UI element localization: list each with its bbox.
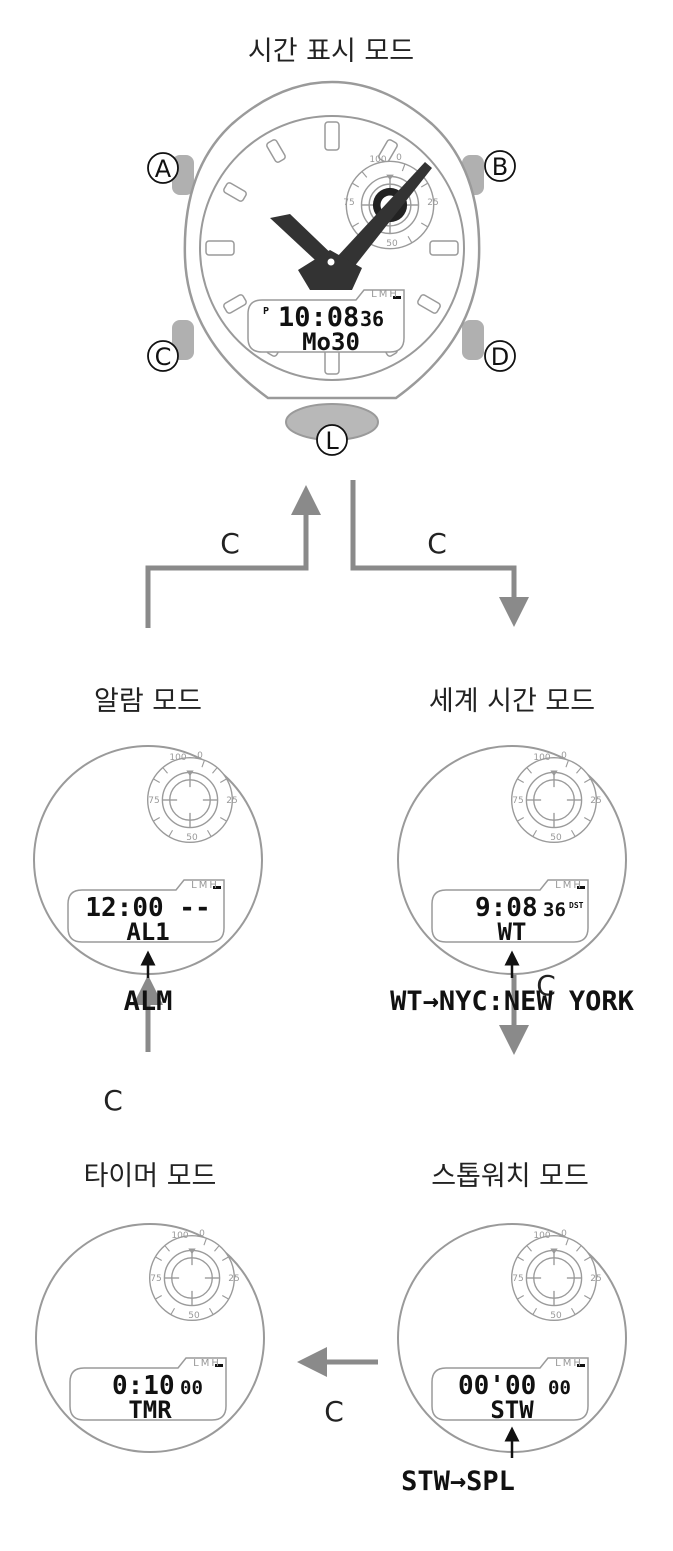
stopwatch-lcd-bottom: STW xyxy=(490,1396,534,1424)
svg-text:B: B xyxy=(492,153,508,181)
dial-label-50: 50 xyxy=(386,239,398,249)
svg-text:75: 75 xyxy=(512,1274,523,1284)
world-time-lcd-top: 9:08 xyxy=(475,893,538,923)
svg-text:75: 75 xyxy=(150,1274,161,1284)
world-time-lcd-dst: DST xyxy=(569,901,584,910)
button-a-label: A xyxy=(147,152,179,184)
stopwatch-watch: 100 0 75 25 50 LMH 00'00 00 STW xyxy=(397,1223,627,1453)
stopwatch-lcd-seconds: 00 xyxy=(548,1377,571,1399)
svg-text:A: A xyxy=(155,155,172,183)
minute-hand xyxy=(336,162,432,272)
world-time-caption: WT→NYC:NEW YORK xyxy=(390,986,635,1017)
svg-text:L: L xyxy=(325,427,339,455)
hour-marker xyxy=(417,294,441,314)
timer-watch: 100 0 75 25 50 LMH 0:10 00 TMR xyxy=(35,1223,265,1453)
c-label-2: C xyxy=(427,527,447,560)
svg-text:0: 0 xyxy=(197,751,203,761)
stopwatch-title: 스톱워치 모드 xyxy=(431,1161,589,1192)
button-l-label: L xyxy=(316,424,348,456)
alarm-lcd-top: 12:00 -- xyxy=(85,893,210,923)
timekeeping-lcd-seconds: 36 xyxy=(360,307,384,331)
svg-text:0: 0 xyxy=(561,751,567,761)
svg-text:D: D xyxy=(491,343,509,371)
svg-text:100: 100 xyxy=(169,753,186,763)
c-label-3: C xyxy=(536,969,556,1002)
svg-text:0: 0 xyxy=(561,1229,567,1239)
stopwatch-caption: STW→SPL xyxy=(401,1466,515,1497)
svg-text:50: 50 xyxy=(188,1311,200,1321)
button-d-shape[interactable] xyxy=(462,320,484,360)
arrow-timekeeping-to-worldtime xyxy=(350,480,529,627)
svg-text:LMH: LMH xyxy=(555,1358,583,1369)
hour-marker xyxy=(205,240,235,256)
hour-marker xyxy=(223,182,247,202)
c-label-5: C xyxy=(324,1395,344,1428)
hour-marker xyxy=(223,294,247,314)
svg-text:25: 25 xyxy=(590,796,601,806)
c-label-4: C xyxy=(103,1084,123,1117)
stopwatch-lcd-top: 00'00 xyxy=(458,1371,536,1401)
c-label-1: C xyxy=(220,527,240,560)
svg-text:100: 100 xyxy=(533,1231,550,1241)
lcd-lmh-main: LMH xyxy=(371,289,399,300)
svg-text:LMH: LMH xyxy=(193,1358,221,1369)
timekeeping-title: 시간 표시 모드 xyxy=(248,36,414,67)
world-time-lcd-seconds: 36 xyxy=(543,899,566,921)
timer-lcd-seconds: 00 xyxy=(180,1377,203,1399)
svg-text:C: C xyxy=(155,343,172,371)
svg-text:25: 25 xyxy=(590,1274,601,1284)
dial-label-25: 25 xyxy=(427,198,438,208)
button-b-label: B xyxy=(484,150,516,182)
arrow-alarm-to-timekeeping xyxy=(145,485,321,628)
svg-text:50: 50 xyxy=(186,833,198,843)
world-time-watch: 100 0 75 25 50 LMH 9:08 36 DST WT xyxy=(397,745,627,975)
timer-title: 타이머 모드 xyxy=(84,1161,217,1192)
button-d-label: D xyxy=(484,340,516,372)
lcd-pm-indicator: P xyxy=(263,306,269,317)
alarm-title: 알람 모드 xyxy=(94,686,202,717)
world-time-lcd-bottom: WT xyxy=(498,918,527,946)
timer-lcd-top: 0:10 xyxy=(112,1371,175,1401)
svg-text:100: 100 xyxy=(171,1231,188,1241)
hour-marker xyxy=(429,240,459,256)
main-watch: 100 0 75 25 50 LMH P 10:08 36 Mo30 xyxy=(172,80,484,441)
hour-marker xyxy=(378,139,398,163)
svg-text:25: 25 xyxy=(228,1274,239,1284)
svg-text:50: 50 xyxy=(550,833,562,843)
dial-label-75: 75 xyxy=(343,198,354,208)
timer-lcd-bottom: TMR xyxy=(128,1396,172,1424)
svg-text:50: 50 xyxy=(550,1311,562,1321)
hour-marker xyxy=(266,139,286,163)
hour-marker xyxy=(324,121,340,151)
svg-text:25: 25 xyxy=(226,796,237,806)
svg-text:100: 100 xyxy=(533,753,550,763)
alarm-watch: 100 0 75 25 50 LMH 12:00 -- AL1 xyxy=(33,745,263,975)
timekeeping-lcd-bottom: Mo30 xyxy=(302,328,360,356)
world-time-title: 세계 시간 모드 xyxy=(429,686,595,717)
svg-text:0: 0 xyxy=(199,1229,205,1239)
dial-label-100: 100 xyxy=(369,155,386,165)
svg-text:75: 75 xyxy=(148,796,159,806)
svg-text:LMH: LMH xyxy=(191,880,219,891)
svg-text:LMH: LMH xyxy=(555,880,583,891)
dial-label-0: 0 xyxy=(396,153,402,163)
alarm-caption: ALM xyxy=(124,986,173,1017)
button-c-label: C xyxy=(147,340,179,372)
alarm-lcd-bottom: AL1 xyxy=(126,918,169,946)
timekeeping-lcd-top: 10:08 xyxy=(278,302,359,333)
svg-text:75: 75 xyxy=(512,796,523,806)
